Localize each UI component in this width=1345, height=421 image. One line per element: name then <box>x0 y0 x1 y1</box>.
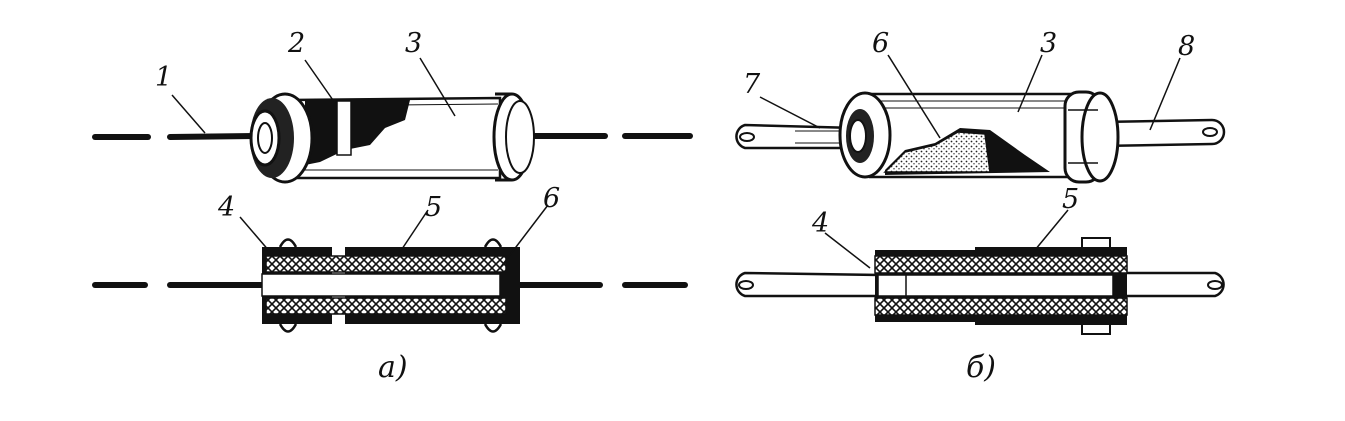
lead-wire-left <box>92 133 258 140</box>
panel-a-section-view <box>92 204 688 333</box>
label-b-3: 3 <box>1040 28 1057 59</box>
label-5: 5 <box>425 192 442 223</box>
label-2: 2 <box>287 28 305 59</box>
label-b-7: 7 <box>743 69 761 100</box>
caption-a: а) <box>378 350 408 385</box>
panel-b-section-view <box>735 209 1225 335</box>
labels: 1 2 3 4 5 6 а) 7 6 3 8 4 5 б) <box>155 28 1195 385</box>
ceramic-tube-b-upper <box>874 255 1128 274</box>
label-3: 3 <box>405 28 422 59</box>
ceramic-tube-upper <box>265 255 507 273</box>
label-4: 4 <box>217 192 235 223</box>
panel-a-top-view <box>92 57 693 184</box>
label-b-8: 8 <box>1178 31 1195 62</box>
resistive-layer <box>305 100 410 165</box>
flat-lead-section-right <box>1123 271 1225 298</box>
flat-lead-right <box>1098 118 1226 148</box>
caption-b: б) <box>966 350 996 385</box>
flat-lead-section-left <box>735 271 882 298</box>
ceramic-tube-lower <box>265 297 507 315</box>
label-b-5: 5 <box>1062 184 1079 215</box>
label-b-4: 4 <box>811 208 829 239</box>
label-1: 1 <box>155 62 172 93</box>
ceramic-tube-b-lower <box>874 297 1128 316</box>
label-6: 6 <box>543 183 560 214</box>
label-b-6: 6 <box>872 28 889 59</box>
panel-b-top-view <box>735 54 1226 184</box>
